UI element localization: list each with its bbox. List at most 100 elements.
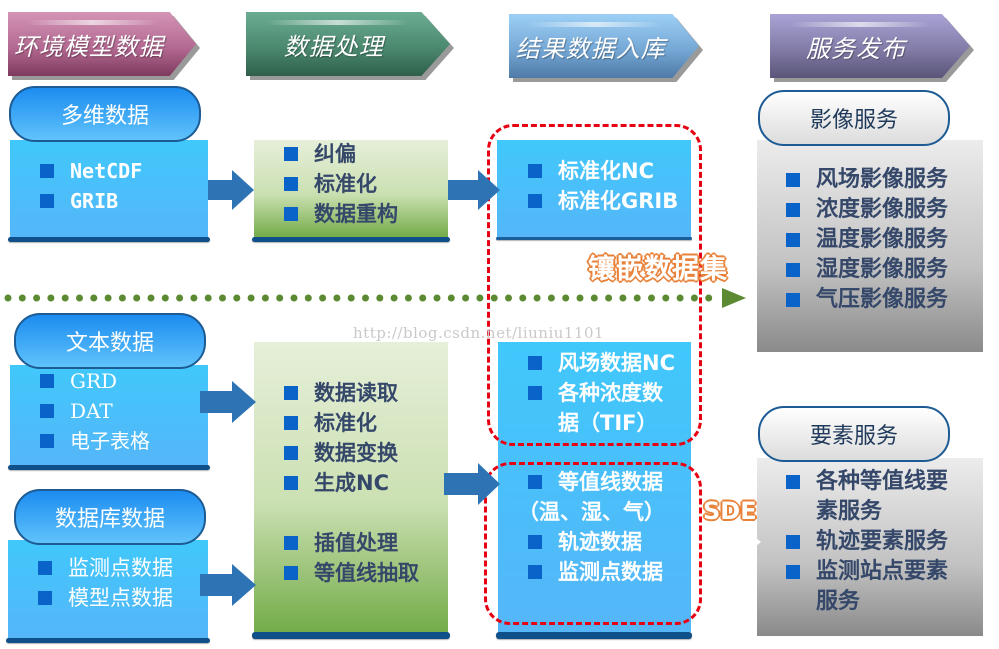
bullet-icon <box>786 565 800 579</box>
results-middle-list: 风场数据NC 各种浓度数 据（TIF） <box>528 348 675 438</box>
bullet-icon <box>528 475 542 489</box>
bullet-icon <box>40 434 54 448</box>
bullet-icon <box>284 147 298 161</box>
list-item: 监测点数据 <box>528 557 665 587</box>
arrow-right-icon <box>444 463 500 505</box>
bullet-icon <box>528 164 542 178</box>
watermark: http://blog.csdn.net/liuniu1101 <box>353 324 605 342</box>
multidim-data-pill: 多维数据 <box>9 86 201 142</box>
list-item: 等值线抽取 <box>284 558 419 588</box>
results-top-box <box>497 140 691 238</box>
list-item: 插值处理 <box>284 528 419 558</box>
list-item: 纠偏 <box>284 139 398 169</box>
results-top-list: 标准化NC 标准化GRIB <box>528 156 678 216</box>
database-data-box <box>8 540 208 638</box>
bullet-icon <box>528 356 542 370</box>
pill-label: 文本数据 <box>65 331 154 356</box>
list-item-continuation: （温、湿、气） <box>518 500 665 524</box>
bullet-icon <box>528 565 542 579</box>
list-item: 风场数据NC <box>528 348 675 378</box>
bullet-icon <box>786 233 800 247</box>
bullet-icon <box>40 404 54 418</box>
list-item-continuation: 素服务 <box>816 499 883 524</box>
stage-label: 数据处理 <box>283 32 384 61</box>
bullet-icon <box>284 177 298 191</box>
box-baseline <box>496 632 692 639</box>
pill-label: 数据库数据 <box>54 507 165 532</box>
stage-label: 环境模型数据 <box>13 32 164 61</box>
multidim-data-list: NetCDF GRIB <box>40 156 142 216</box>
list-item: 生成NC <box>284 468 419 498</box>
bullet-icon <box>284 566 298 580</box>
stage-label: 服务发布 <box>806 34 906 63</box>
mosaic-dataset-label: 镶嵌数据集 <box>588 254 728 285</box>
box-baseline <box>8 465 210 470</box>
list-item-continuation: 据（TIF） <box>558 411 658 435</box>
bullet-icon <box>786 203 800 217</box>
list-item: 模型点数据 <box>38 583 173 613</box>
list-item: GRD <box>40 366 150 396</box>
feature-service-pill: 要素服务 <box>758 406 950 462</box>
dotted-separator-arrow <box>4 288 746 308</box>
database-data-pill: 数据库数据 <box>14 489 206 545</box>
list-item-continuation: 服务 <box>816 589 861 614</box>
bullet-icon <box>786 475 800 489</box>
box-baseline <box>496 237 692 240</box>
stage-data-processing: 数据处理 <box>246 12 454 80</box>
stage-result-storage: 结果数据入库 <box>509 14 703 82</box>
stage-label: 结果数据入库 <box>515 34 666 63</box>
image-service-list: 风场影像服务 浓度影像服务 温度影像服务 湿度影像服务 气压影像服务 <box>786 165 948 315</box>
bullet-icon <box>528 535 542 549</box>
stage-environment-model-data: 环境模型数据 <box>8 12 200 80</box>
bullet-icon <box>786 535 800 549</box>
pill-label: 要素服务 <box>809 424 898 449</box>
bullet-icon <box>284 536 298 550</box>
multidim-data-box <box>10 140 208 238</box>
list-item: 标准化 <box>284 169 398 199</box>
list-item: 风场影像服务 <box>786 165 948 195</box>
box-baseline <box>6 638 210 643</box>
box-baseline <box>252 632 450 639</box>
list-item: 标准化 <box>284 408 419 438</box>
bullet-icon <box>284 476 298 490</box>
bullet-icon <box>40 194 54 208</box>
list-item: DAT <box>40 396 150 426</box>
list-item: 各种浓度数 <box>528 378 675 408</box>
box-baseline <box>8 237 210 242</box>
database-data-list: 监测点数据 模型点数据 <box>38 553 173 613</box>
list-item: 等值线数据 <box>528 467 665 497</box>
list-item: 标准化NC <box>528 156 678 186</box>
bullet-icon <box>786 173 800 187</box>
pill-label: 影像服务 <box>809 108 898 133</box>
bullet-icon <box>40 374 54 388</box>
arrow-right-icon <box>200 564 256 606</box>
list-item: 数据变换 <box>284 438 419 468</box>
list-item: 监测站点要素 <box>786 557 948 587</box>
sde-region <box>484 462 702 625</box>
feature-service-list: 各种等值线要 素服务 轨迹要素服务 监测站点要素 服务 <box>786 467 948 617</box>
list-item: 轨迹要素服务 <box>786 527 948 557</box>
pill-label: 多维数据 <box>60 104 149 129</box>
bullet-icon <box>38 561 52 575</box>
bullet-icon <box>40 164 54 178</box>
box-baseline <box>252 237 450 242</box>
results-bottom-list: 等值线数据 （温、湿、气） 轨迹数据 监测点数据 <box>518 467 665 587</box>
bullet-icon <box>284 446 298 460</box>
bullet-icon <box>786 293 800 307</box>
bullet-icon <box>284 416 298 430</box>
text-data-list: GRD DAT 电子表格 <box>40 366 150 456</box>
bullet-icon <box>528 386 542 400</box>
processing-bottom-list: 数据读取 标准化 数据变换 生成NC 插值处理 等值线抽取 <box>284 378 419 588</box>
bullet-icon <box>284 207 298 221</box>
arrow-right-icon <box>208 170 254 210</box>
image-service-pill: 影像服务 <box>758 90 950 146</box>
list-item: 轨迹数据 <box>528 527 665 557</box>
list-item: 电子表格 <box>40 426 150 456</box>
arrow-right-icon <box>448 170 500 210</box>
list-item: 数据重构 <box>284 199 398 229</box>
list-item: 浓度影像服务 <box>786 195 948 225</box>
list-item: 标准化GRIB <box>528 186 678 216</box>
list-item: 湿度影像服务 <box>786 255 948 285</box>
list-item: 数据读取 <box>284 378 419 408</box>
bullet-icon <box>284 386 298 400</box>
